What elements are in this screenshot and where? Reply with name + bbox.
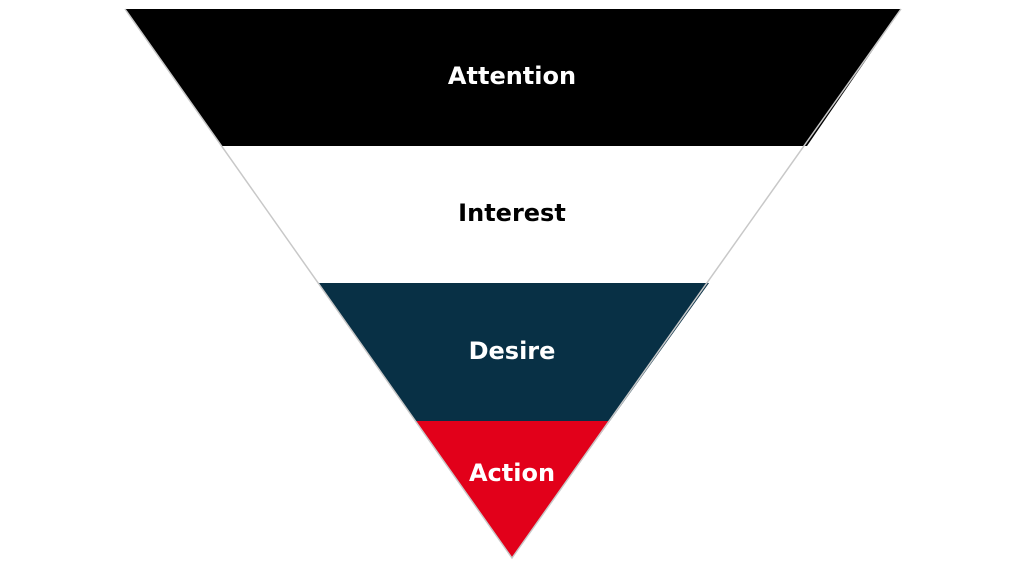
stage-attention: Attention: [125, 9, 901, 146]
stage-interest: Interest: [221, 146, 807, 283]
stage-action-band: [415, 421, 610, 558]
stage-action: Action: [415, 421, 610, 558]
stage-desire-label: Desire: [469, 337, 556, 365]
stage-desire: Desire: [318, 283, 709, 421]
stage-interest-label: Interest: [458, 199, 566, 227]
stage-interest-band: [221, 146, 807, 283]
stage-action-label: Action: [469, 459, 555, 487]
funnel-outline: [124, 8, 902, 560]
stage-attention-label: Attention: [448, 62, 576, 90]
stage-desire-band: [318, 283, 709, 421]
stage-attention-band: [125, 9, 901, 146]
